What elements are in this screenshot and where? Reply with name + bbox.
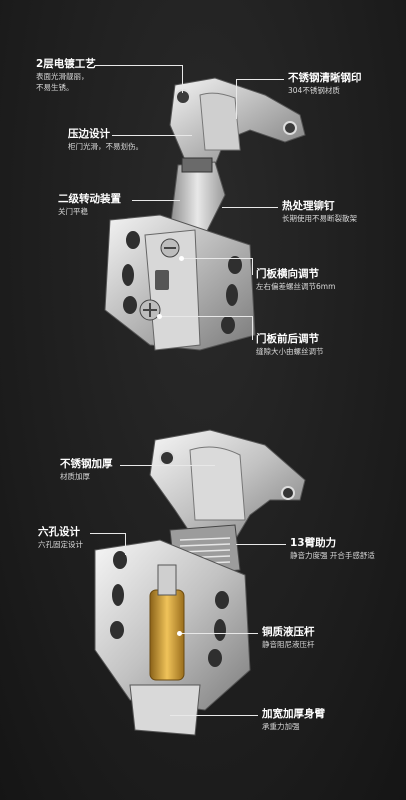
leader-line [120,465,215,466]
hinge-features-bottom: 不锈钢加厚 材质加厚 六孔设计 六孔固定设计 13臂助力 静音力度强 开合手感舒… [0,400,406,800]
leader-line [170,715,258,716]
callout-title: 门板横向调节 [256,268,319,280]
callout-subtitle: 长期使用不易断裂散架 [282,214,357,223]
callout-title: 二级转动装置 [58,193,121,205]
leader-line [112,135,192,136]
leader-line [236,79,237,119]
callout-title: 压边设计 [68,128,110,140]
callout-subtitle: 六孔固定设计 [38,540,83,549]
callout-title: 不锈钢加厚 [60,458,113,470]
callout-title: 13臂助力 [290,537,337,549]
leader-line [252,258,253,275]
callout-wide-arm: 加宽加厚身臂 承重力加强 [262,708,325,732]
leader-line [95,65,182,66]
callout-subtitle: 柜门光滑，不易划伤。 [68,142,143,151]
callout-subtitle: 承重力加强 [262,722,300,731]
callout-subtitle: 静音力度强 开合手感舒适 [290,551,375,560]
callout-brass-damper: 铜质液压杆 静音阻尼液压杆 [262,626,315,650]
leader-dot [179,256,184,261]
callout-title: 门板前后调节 [256,333,319,345]
callout-title: 不锈钢清晰钢印 [288,72,362,84]
callout-edge: 压边设计 柜门光滑，不易划伤。 [68,128,143,152]
callout-subtitle: 材质加厚 [60,472,90,481]
callout-thick-steel: 不锈钢加厚 材质加厚 [60,458,113,482]
leader-line [132,200,180,201]
callout-stamp: 不锈钢清晰钢印 304不锈钢材质 [288,72,362,96]
callout-booster-arm: 13臂助力 静音力度强 开合手感舒适 [290,537,375,561]
callout-title: 加宽加厚身臂 [262,708,325,720]
callout-subtitle: 关门平稳 [58,207,88,216]
callout-rotation: 二级转动装置 关门平稳 [58,193,121,217]
leader-dot [157,314,162,319]
callout-plating: 2层电镀工艺 表面光滑靓丽， 不易生锈。 [36,58,96,93]
leader-line [182,258,252,259]
callout-six-holes: 六孔设计 六孔固定设计 [38,526,83,550]
leader-line [252,316,253,340]
callout-title: 热处理铆钉 [282,200,335,212]
callout-depth-adjust: 门板前后调节 缝隙大小由螺丝调节 [256,333,324,357]
leader-line [236,544,286,545]
callout-title: 铜质液压杆 [262,626,315,638]
callout-lateral-adjust: 门板横向调节 左右偏差螺丝调节6mm [256,268,335,292]
leader-line [90,533,125,534]
leader-line [182,65,183,93]
callout-subtitle: 静音阻尼液压杆 [262,640,315,649]
hinge-illustration-bottom [94,429,306,736]
hinge-features-top: 2层电镀工艺 表面光滑靓丽， 不易生锈。 不锈钢清晰钢印 304不锈钢材质 压边… [36,58,362,357]
leader-line [180,633,258,634]
callout-subtitle: 左右偏差螺丝调节6mm [256,282,336,291]
leader-line [236,79,284,80]
callout-title: 六孔设计 [38,526,80,538]
leader-line [222,207,278,208]
leader-line [160,316,252,317]
callout-subtitle: 304不锈钢材质 [288,86,340,95]
leader-dot [177,631,182,636]
callout-subtitle: 表面光滑靓丽， 不易生锈。 [36,72,89,92]
callout-title: 2层电镀工艺 [36,58,96,70]
callout-rivet: 热处理铆钉 长期使用不易断裂散架 [282,200,357,224]
leader-line [125,533,126,555]
callout-subtitle: 缝隙大小由螺丝调节 [256,347,324,356]
